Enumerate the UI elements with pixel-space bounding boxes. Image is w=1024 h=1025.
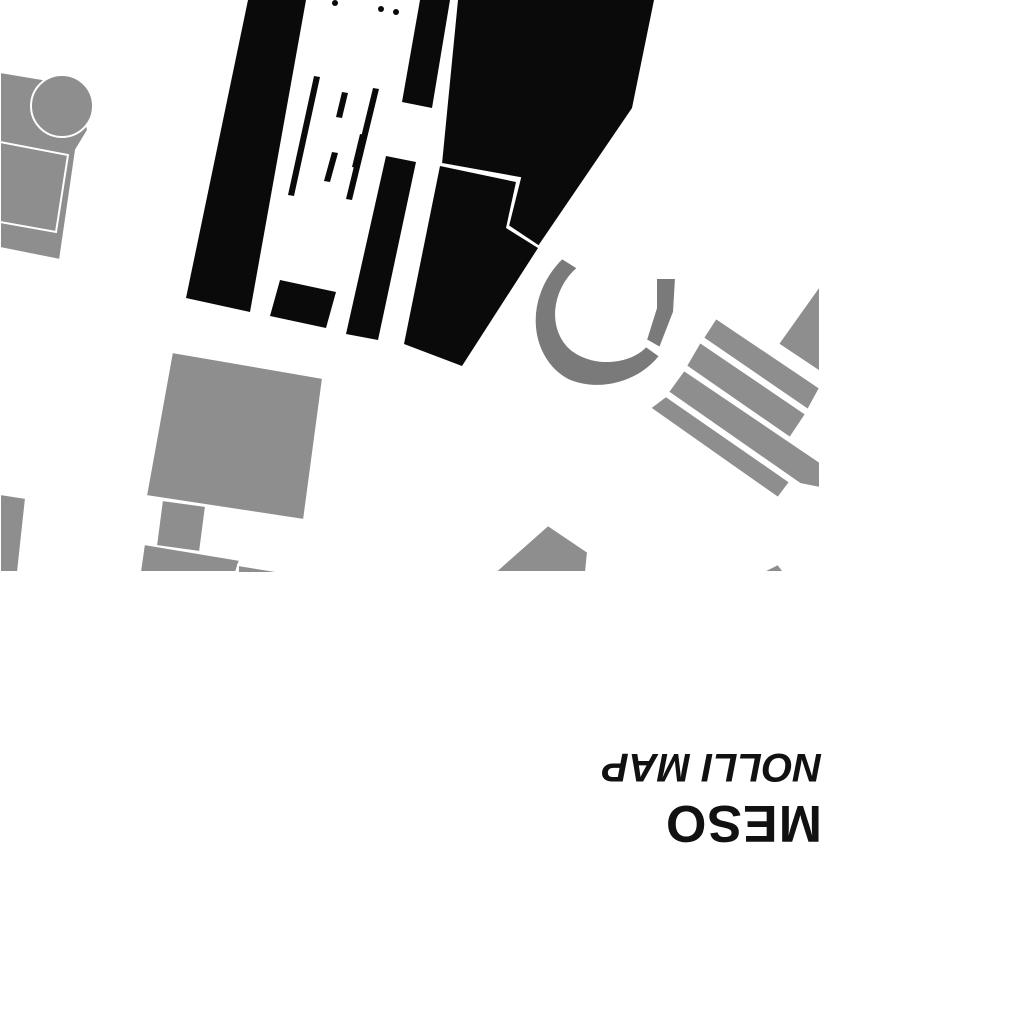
column-row-1: [288, 76, 320, 196]
colonnade-arc-end: [644, 277, 678, 350]
hall-divider-line: [441, 163, 539, 247]
column-dot-2: [378, 6, 384, 12]
map-subtitle: NOLLI MAP: [602, 745, 822, 789]
building-bottom-right-fragment: [761, 562, 786, 572]
map-canvas: [0, 0, 820, 572]
building-bottom-middle: [493, 523, 590, 572]
public-room-south: [270, 280, 336, 328]
building-right-edge: [776, 283, 820, 374]
public-hall-north-strip: [402, 0, 450, 108]
column-3: [324, 152, 338, 182]
public-hall-north-east: [442, 0, 654, 246]
column-dot-1: [332, 0, 338, 6]
building-strip-4: [648, 394, 792, 500]
colonnade-arc: [533, 256, 662, 387]
map-title: MESO: [664, 794, 822, 852]
building-top-left-inner: [0, 140, 70, 234]
public-hall-south-east: [404, 166, 538, 366]
building-lower-left: [138, 542, 242, 572]
public-hall-west: [186, 0, 306, 312]
public-interiors: [186, 0, 654, 366]
map-title-block: MESO NOLLI MAP: [560, 735, 830, 855]
building-lower-left-2: [237, 563, 288, 572]
building-strip-2: [684, 340, 808, 440]
building-strip-3: [666, 368, 820, 490]
building-left-edge: [0, 492, 28, 572]
building-square: [144, 350, 325, 522]
rotunda: [30, 74, 94, 138]
private-buildings: [0, 70, 820, 572]
column-1: [336, 92, 348, 118]
building-strip-1: [701, 316, 820, 412]
building-annex: [154, 498, 208, 554]
column-2: [352, 134, 366, 168]
column-dot-3: [393, 9, 399, 15]
nolli-map: [0, 0, 820, 572]
public-hall-mid-strip: [346, 156, 416, 340]
